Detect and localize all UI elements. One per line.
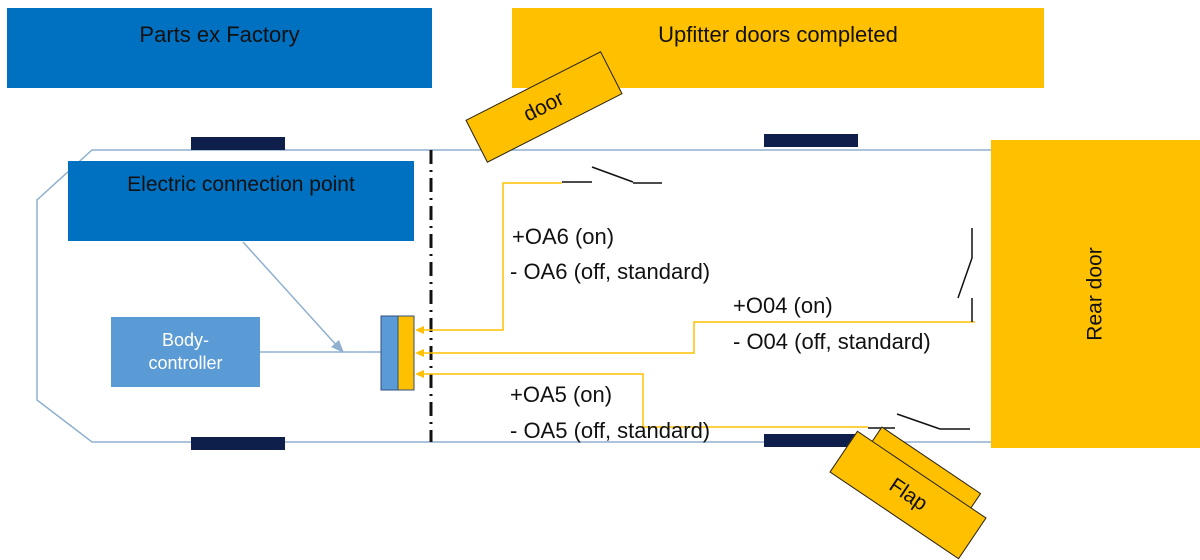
body-controller-label-1: Body-: [161, 329, 210, 350]
signal-o04-on: +O04 (on): [733, 293, 833, 318]
connection-pointer-line: [242, 241, 339, 348]
legend-parts-ex-factory: Parts ex Factory: [7, 8, 432, 88]
flap-label: Flap: [884, 473, 932, 516]
connector-factory-side: [380, 315, 399, 391]
electric-connection-point-label: Electric connection point: [127, 173, 355, 196]
wire-oa6: [418, 182, 562, 331]
connector-upfitter-side: [397, 315, 415, 391]
wire-oa5: [418, 373, 868, 428]
electric-connection-point: Electric connection point: [68, 161, 414, 241]
wheel-rear-top: [764, 134, 858, 147]
body-controller: Body- controller: [111, 317, 260, 387]
side-door-label: door: [519, 86, 568, 127]
signal-oa6-off: - OA6 (off, standard): [510, 259, 711, 284]
wire-oa5-arrow: [415, 370, 424, 378]
wire-o04-arrow: [415, 349, 424, 357]
signal-oa6-on: +OA6 (on): [512, 224, 615, 249]
legend-upfitter-label: Upfitter doors completed: [658, 22, 898, 47]
wheel-front-bottom: [191, 437, 285, 450]
wheel-rear-bottom: [764, 434, 858, 447]
signal-oa5-off: - OA5 (off, standard): [510, 418, 711, 443]
switch-rear-door-icon: [957, 228, 973, 322]
body-controller-label-2: controller: [148, 353, 223, 373]
wire-oa6-arrow: [415, 326, 424, 334]
signal-oa5-on: +OA5 (on): [510, 382, 613, 407]
wire-o04: [418, 321, 975, 354]
switch-door-icon: [562, 166, 662, 184]
wheel-front-top: [191, 137, 285, 150]
connection-pointer-arrowhead: [331, 340, 344, 353]
rear-door-label: Rear door: [1083, 247, 1107, 341]
rear-door: Rear door: [991, 140, 1200, 448]
legend-factory-label: Parts ex Factory: [139, 22, 300, 47]
signal-o04-off: - O04 (off, standard): [733, 329, 931, 354]
